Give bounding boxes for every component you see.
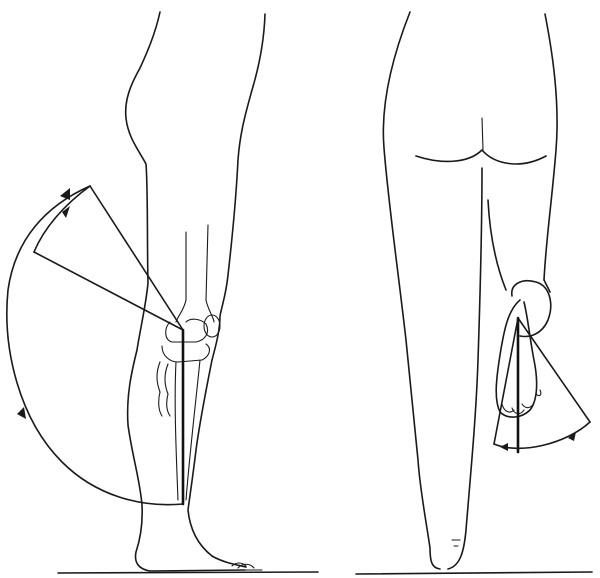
- flexion-arc: [7, 186, 183, 505]
- external-rotation-radius: [518, 318, 590, 422]
- lateral-view-panel: [7, 12, 318, 573]
- arc-arrowhead-inner: [62, 206, 70, 218]
- rotation-arc: [494, 422, 590, 448]
- ground-line-right: [356, 572, 592, 574]
- rotation-arrowhead-left: [500, 443, 508, 451]
- posterior-view-panel: [356, 12, 592, 574]
- body-right-outline: [544, 14, 557, 280]
- arc-arrowhead-top: [60, 188, 70, 200]
- gluteal-cleft: [482, 118, 483, 150]
- body-left-outline: [383, 12, 440, 569]
- raised-thigh-outline: [488, 200, 550, 292]
- femur-outline: [176, 225, 214, 322]
- internal-rotation-radius: [494, 318, 518, 444]
- femoral-condyles: [166, 319, 208, 342]
- arc-arrowhead-lower: [17, 407, 26, 419]
- standing-leg-inner: [448, 168, 482, 569]
- leg-posterior-contour: [126, 12, 245, 571]
- tibia-outline: [175, 360, 200, 500]
- leg-anterior-contour: [188, 14, 265, 567]
- standing-heel: [452, 540, 460, 546]
- ground-line-left: [58, 572, 318, 573]
- extension-radius: [90, 186, 183, 330]
- fibula-outline: [157, 362, 170, 416]
- tibial-plateau: [162, 344, 209, 362]
- gluteal-fold: [416, 150, 546, 164]
- flexion-radius: [34, 252, 183, 330]
